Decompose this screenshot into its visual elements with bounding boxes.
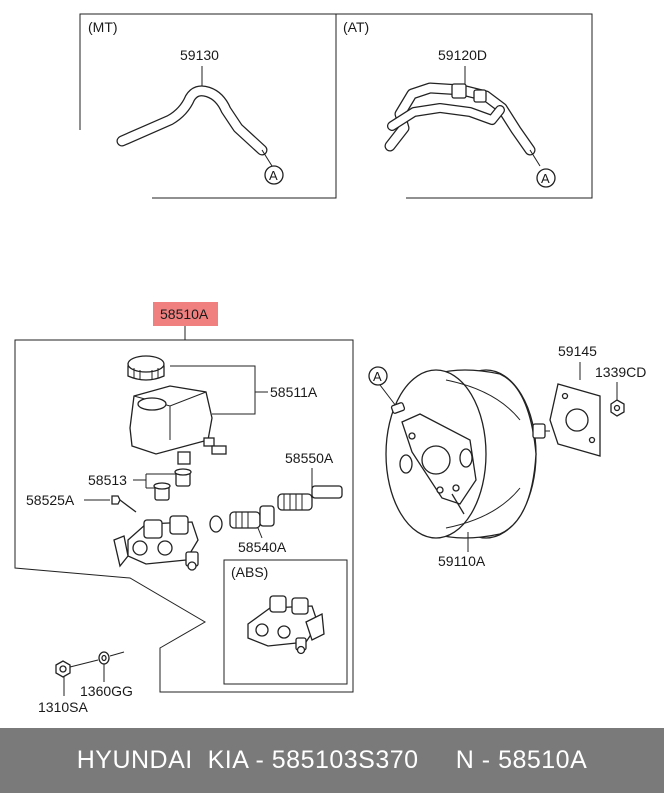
part-1339cd[interactable]: 1339CD xyxy=(595,364,646,380)
part-1360gg[interactable]: 1360GG xyxy=(80,683,133,699)
part-58525a[interactable]: 58525A xyxy=(26,492,75,508)
washer-1360gg xyxy=(98,651,110,665)
o-ring xyxy=(209,515,223,533)
part-58511a[interactable]: 58511A xyxy=(270,384,318,400)
master-cylinder-body xyxy=(113,515,199,571)
part-1310sa[interactable]: 1310SA xyxy=(38,699,88,715)
abs-label: (ABS) xyxy=(231,564,268,580)
part-58510a[interactable]: 58510A xyxy=(160,306,209,322)
at-label: (AT) xyxy=(343,19,369,35)
at-panel: (AT) 59120D A xyxy=(336,13,593,199)
mt-label: (MT) xyxy=(88,19,118,35)
piston-kit-58550a xyxy=(277,485,343,511)
part-58513[interactable]: 58513 xyxy=(88,472,127,488)
at-ref-a: A xyxy=(541,171,550,186)
master-cylinder-group: 58510A 58511A 58513 xyxy=(14,302,354,715)
booster-group: A 59110A 59145 xyxy=(368,343,646,569)
at-part-59120d[interactable]: 59120D xyxy=(438,47,487,63)
mt-ref-a: A xyxy=(269,168,278,183)
piston-kit-58540a xyxy=(229,505,275,529)
reservoir-tank xyxy=(129,385,227,465)
footer-part-numbers: HYUNDAI KIA - 585103S370 N - 58510A xyxy=(76,746,588,774)
part-58550a[interactable]: 58550A xyxy=(285,450,334,466)
grommet-a xyxy=(153,482,171,501)
part-58540a[interactable]: 58540A xyxy=(238,539,287,555)
parts-diagram: (MT) 59130 A (AT) 59120D A 58510A xyxy=(14,13,646,715)
booster-ref-a: A xyxy=(373,369,382,384)
abs-master-cylinder xyxy=(247,595,325,655)
mt-part-59130[interactable]: 59130 xyxy=(180,47,219,63)
grommet-b xyxy=(174,468,192,487)
nut-1339cd xyxy=(610,399,625,417)
booster-ref-circle xyxy=(368,366,388,386)
gasket-59145 xyxy=(549,383,601,457)
nut-1310sa xyxy=(55,660,71,678)
part-59110a[interactable]: 59110A xyxy=(438,553,486,569)
assembly-frame xyxy=(14,339,354,693)
at-vacuum-hose xyxy=(384,82,536,156)
reservoir-cap xyxy=(127,355,165,381)
mt-panel: (MT) 59130 A xyxy=(79,13,337,199)
abs-box xyxy=(223,559,348,685)
highlight-box xyxy=(153,302,218,326)
part-59145[interactable]: 59145 xyxy=(558,343,597,359)
brake-booster xyxy=(385,369,550,539)
mt-ref-circle xyxy=(264,165,284,185)
at-ref-circle xyxy=(536,168,556,188)
footer-bar: HYUNDAI KIA - 585103S370 N - 58510A xyxy=(0,728,664,793)
